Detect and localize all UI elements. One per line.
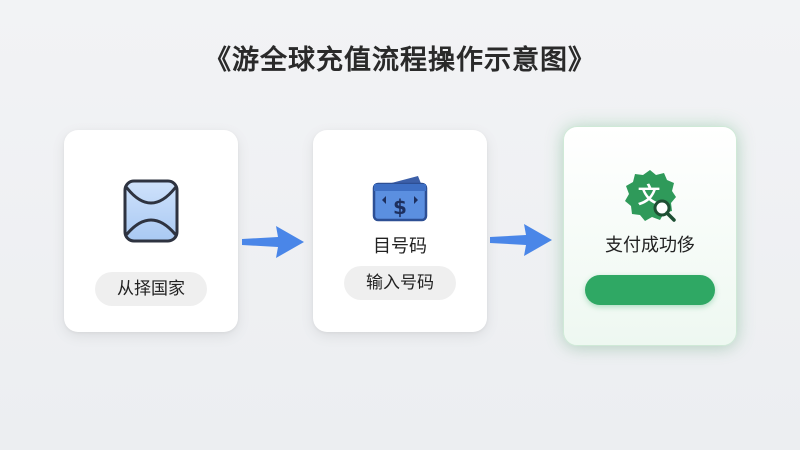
select-country-button[interactable]: 从择国家 bbox=[95, 272, 207, 306]
svg-text:$: $ bbox=[393, 195, 407, 219]
success-button[interactable] bbox=[585, 275, 715, 305]
flow-arrow-1 bbox=[240, 222, 306, 262]
svg-text:文: 文 bbox=[638, 183, 661, 209]
step-card-select-country: 从择国家 bbox=[64, 130, 238, 332]
step-label-number: 目号码 bbox=[373, 236, 427, 257]
step-card-enter-number: $ 目号码 输入号码 bbox=[313, 130, 487, 332]
enter-number-button[interactable]: 输入号码 bbox=[344, 266, 456, 300]
country-card-icon bbox=[121, 178, 181, 244]
wallet-dollar-icon: $ bbox=[370, 172, 430, 222]
translate-search-icon: 文 bbox=[621, 167, 679, 225]
step-label-payment-success: 支付成功侈 bbox=[605, 235, 695, 256]
flow-arrow-2 bbox=[488, 220, 554, 260]
step-card-payment-success: 文 支付成功侈 bbox=[563, 126, 737, 346]
diagram-title: 《游全球充值流程操作示意图》 bbox=[204, 45, 596, 76]
